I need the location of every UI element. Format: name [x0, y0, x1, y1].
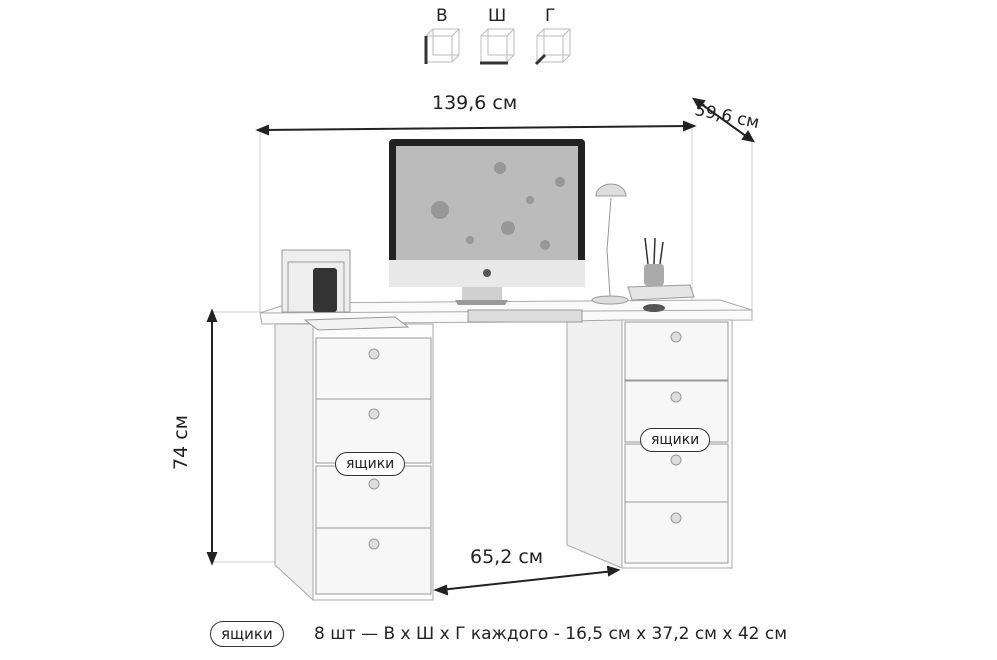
cube-depth-icon [534, 28, 571, 66]
drawer-knob [368, 538, 380, 550]
width-dimension-label: 139,6 см [432, 92, 518, 114]
drawer [315, 465, 432, 529]
drawer [315, 527, 432, 595]
drawer-knob [368, 478, 380, 490]
guide-lines [212, 126, 753, 563]
left-drawers-callout: ящики [335, 452, 406, 476]
book-illustration [627, 284, 695, 301]
right-drawers-callout: ящики [640, 428, 711, 452]
lamp-illustration [591, 183, 629, 305]
phone-illustration [313, 268, 337, 312]
pens-illustration [644, 237, 664, 265]
drawer-knob [368, 348, 380, 360]
right-pedestal-side [566, 319, 623, 569]
drawer [624, 321, 729, 381]
notebook-illustration [303, 316, 410, 331]
drawer-knob [670, 331, 682, 343]
width-dimension-arrow [255, 120, 697, 136]
drawer-knob [670, 512, 682, 524]
footer-drawer-spec: 8 шт — В x Ш x Г каждого - 16,5 см x 37,… [314, 624, 788, 644]
height-dimension-arrow [206, 308, 218, 566]
axis-label-height: В [436, 6, 448, 26]
pen-cup-illustration [644, 264, 664, 286]
drawer-knob [670, 454, 682, 466]
legroom-dimension-arrow [433, 565, 621, 596]
legroom-dimension-label: 65,2 см [470, 546, 544, 568]
cube-height-icon [424, 28, 460, 64]
left-pedestal-side [274, 323, 314, 602]
axis-label-depth: Г [545, 6, 556, 26]
height-dimension-label: 74 см [170, 415, 192, 470]
drawer [624, 501, 729, 564]
depth-dimension-arrow [692, 97, 755, 143]
monitor-illustration [389, 139, 585, 305]
drawer [624, 443, 729, 503]
drawer-knob [368, 408, 380, 420]
axis-label-width: Ш [488, 6, 507, 26]
cube-width-icon [480, 28, 515, 65]
drawer-knob [670, 391, 682, 403]
drawer [315, 337, 432, 401]
keyboard-illustration [467, 309, 583, 323]
mouse-illustration [643, 304, 665, 312]
apple-logo-icon [483, 269, 491, 277]
footer-drawers-badge: ящики [210, 621, 284, 647]
